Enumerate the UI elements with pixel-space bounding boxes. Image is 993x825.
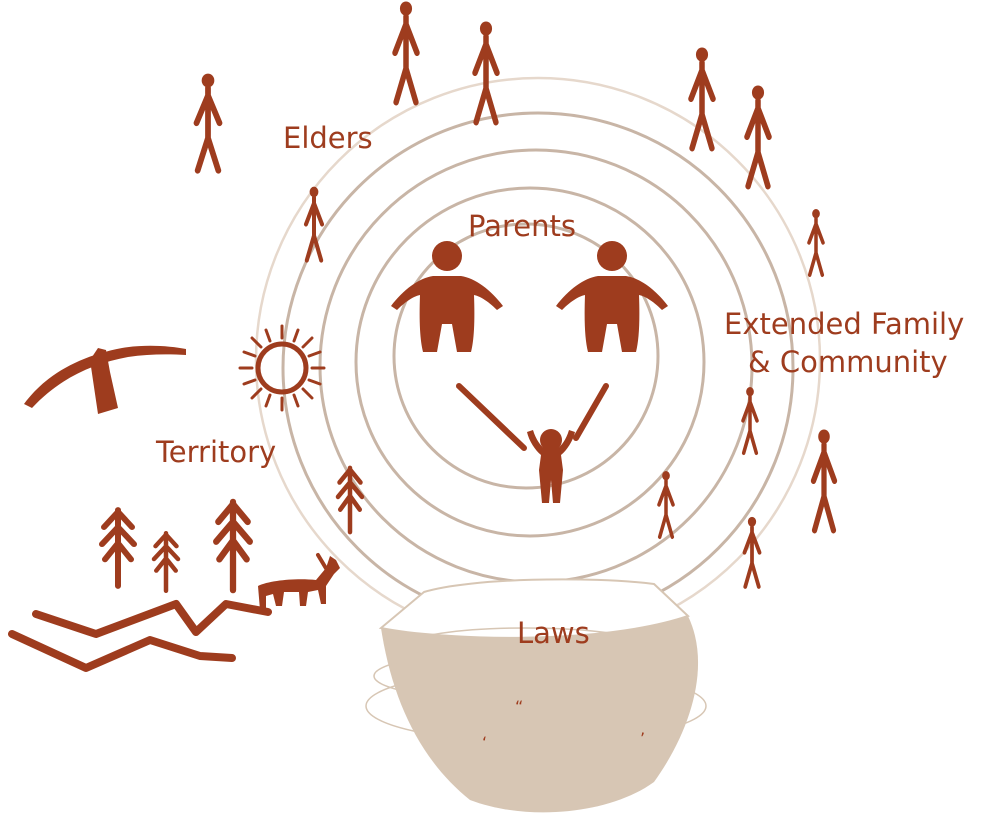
tree-icon (216, 502, 250, 590)
laws-bowl-group: Laws “ ‘ ’ (365, 578, 707, 813)
ring-inner (392, 222, 660, 490)
stick-figure-icon (691, 47, 713, 148)
label-parents: Parents (468, 209, 576, 243)
stick-figure-icon (743, 387, 757, 453)
tree-icon (102, 510, 134, 586)
tree-icon (154, 533, 178, 591)
adult-figure-icon (391, 241, 503, 352)
bowl-left-tick-mark: ‘ (482, 733, 487, 752)
diagram-labels: Elders Parents Extended Family & Communi… (155, 121, 964, 469)
ring-outer (254, 76, 822, 644)
ring-1 (354, 186, 706, 538)
tree-icon (338, 468, 362, 532)
stick-figure-icon (475, 21, 497, 122)
adult-figure-icon (556, 241, 668, 352)
stick-figure-icon (747, 85, 769, 186)
four-legged-animal-icon (258, 553, 340, 610)
label-community: & Community (748, 345, 948, 379)
stick-figure-icon (745, 517, 760, 587)
label-elders: Elders (283, 121, 373, 155)
kinship-rings (254, 76, 822, 644)
label-extended-family: Extended Family (724, 307, 964, 341)
label-territory: Territory (155, 435, 276, 469)
water-lines-icon (8, 600, 272, 672)
sun-icon (238, 324, 326, 412)
stick-figure-icon (197, 74, 220, 171)
child-figure-icon (527, 429, 575, 503)
stick-figure-icon (809, 209, 823, 275)
bowl-ripple-lines (365, 627, 707, 743)
territory-pictographs (8, 324, 362, 672)
bowl-open-quote-mark: “ (515, 697, 523, 716)
stick-figure-icon (395, 1, 417, 102)
coolamon-bowl-icon (381, 607, 699, 813)
family-core (391, 241, 668, 503)
stick-figure-icon (814, 429, 835, 530)
parent-link-lines (456, 383, 609, 451)
bird-icon (24, 345, 186, 414)
label-laws: Laws (517, 616, 590, 650)
bowl-rim (378, 578, 690, 639)
bowl-right-tick-mark: ’ (640, 729, 645, 748)
stick-figure-icon (659, 471, 673, 537)
